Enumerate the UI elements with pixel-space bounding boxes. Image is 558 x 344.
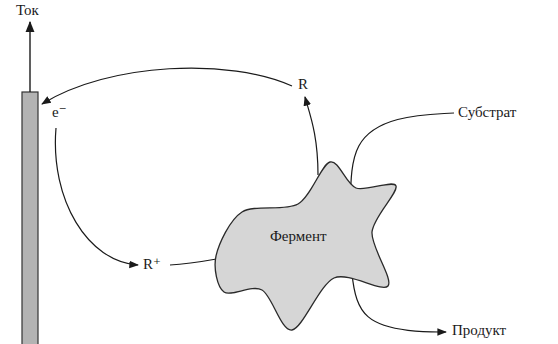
enzyme-blob [215, 162, 396, 330]
enzyme-name: Фермент [270, 228, 327, 245]
electrode [22, 92, 38, 344]
mediator-line [170, 258, 222, 265]
electron-arrow [42, 68, 292, 104]
enzyme-outline [212, 158, 402, 333]
current-arrow [29, 22, 30, 92]
mediator-label: R [298, 76, 308, 93]
substrate-label: Субстрат [458, 104, 516, 121]
current-label: Ток [16, 2, 39, 19]
mediator-label: R⁺ [143, 256, 161, 273]
electron-label: e⁻ [52, 104, 67, 121]
enzyme-shape: Фермент [212, 158, 402, 333]
product-label: Продукт [452, 322, 506, 339]
reduced-arrow [305, 97, 318, 175]
mediator-loop [55, 128, 138, 265]
